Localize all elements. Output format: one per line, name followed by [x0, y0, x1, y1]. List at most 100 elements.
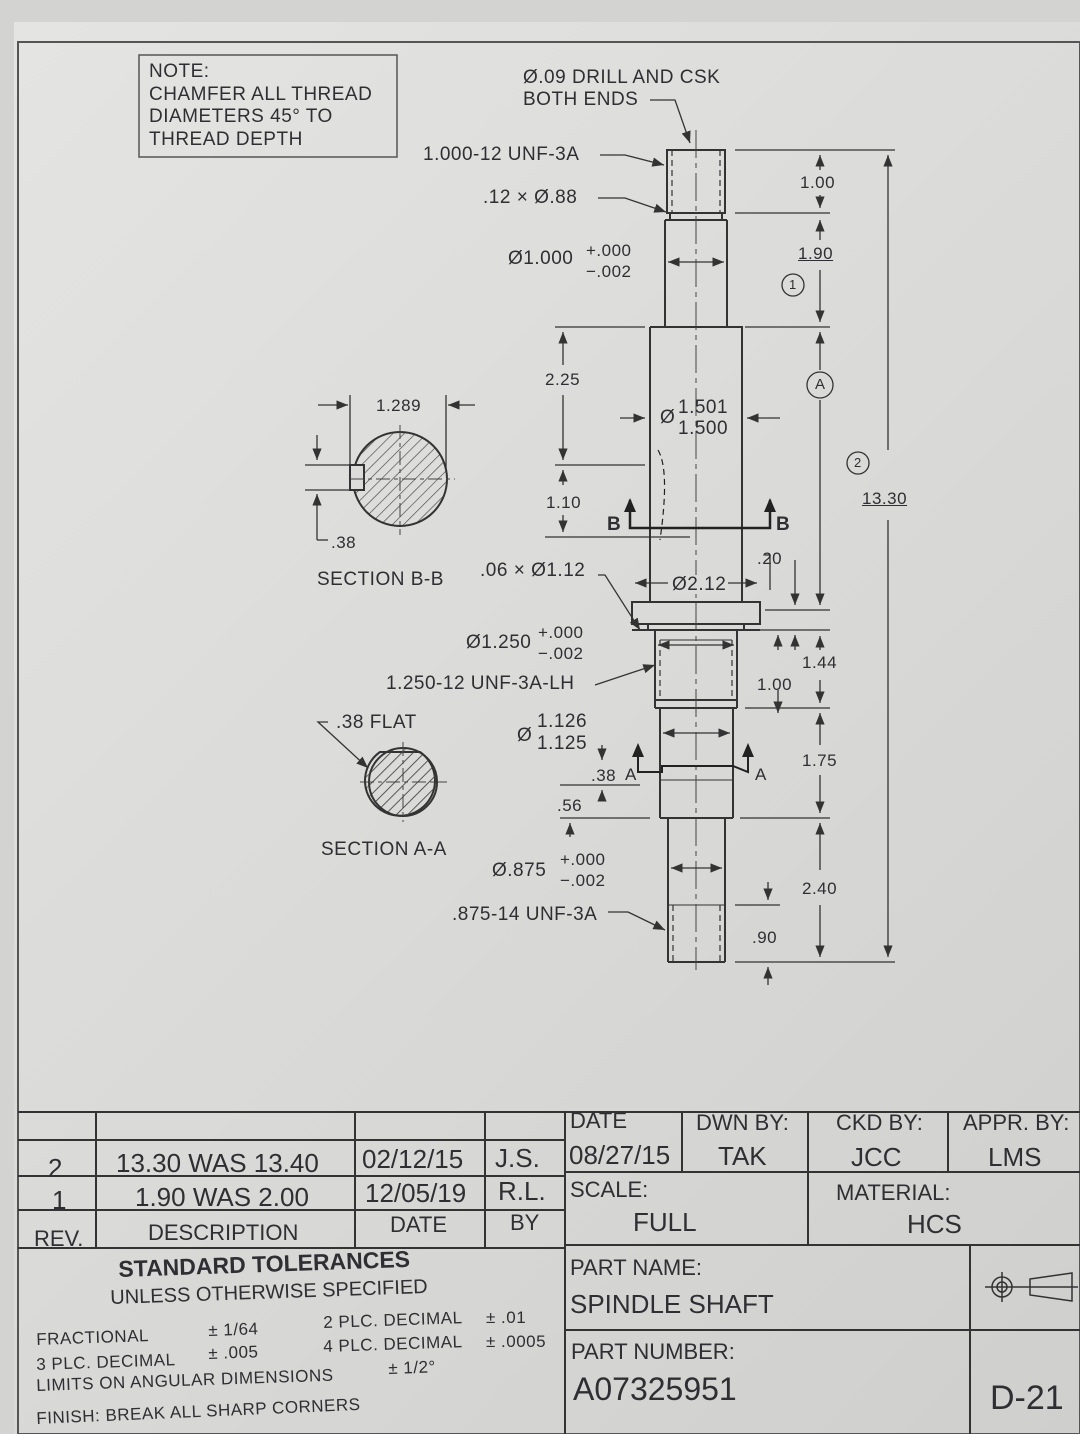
groove-top-callout: .12 × Ø.88	[483, 187, 578, 208]
dwn-by-label: DWN BY:	[696, 1110, 789, 1135]
section-aa-title: SECTION A-A	[321, 839, 447, 860]
dim-038-bb: .38	[331, 533, 357, 552]
rev-row-1-desc: 1.90 WAS 2.00	[135, 1182, 309, 1212]
rev-row-1-by: R.L.	[498, 1176, 546, 1206]
title-block-grid	[18, 1111, 1080, 1434]
dia-1501-lower: 1.500	[678, 418, 729, 439]
balloon-1-text: 1	[789, 277, 797, 292]
part-number-value: A07325951	[573, 1371, 737, 1407]
rev-row-2-rev: 2	[48, 1153, 63, 1183]
shaft-outline	[631, 149, 761, 963]
balloon-a	[806, 371, 834, 399]
ckd-by-label: CKD BY:	[836, 1110, 923, 1135]
balloon-a-text: A	[815, 376, 826, 393]
dim-020: .20	[757, 549, 783, 568]
angular-value: ± 1/2°	[387, 1357, 437, 1378]
section-lines	[628, 449, 772, 774]
fractional-value: ± 1/64	[207, 1319, 259, 1340]
note-line-3: THREAD DEPTH	[149, 129, 303, 150]
projection-symbol-icon	[985, 1272, 1078, 1302]
part-name-value: SPINDLE SHAFT	[570, 1289, 774, 1319]
four-plc-value: ± .0005	[486, 1332, 547, 1351]
dim-225: 2.25	[545, 370, 581, 389]
ckd-by-value: JCC	[851, 1142, 902, 1172]
dia-875-tol-minus: −.002	[560, 871, 606, 890]
dim-240: 2.40	[802, 879, 838, 898]
three-plc-label: 3 PLC. DECIMAL	[35, 1350, 176, 1374]
two-plc-label: 2 PLC. DECIMAL	[322, 1308, 463, 1332]
dim-1330: 13.30	[862, 489, 908, 508]
dia-1250-tol-plus: +.000	[538, 623, 584, 642]
appr-by-label: APPR. BY:	[963, 1110, 1070, 1135]
fractional-label: FRACTIONAL	[35, 1326, 150, 1349]
two-plc-value: ± .01	[486, 1308, 527, 1327]
groove-mid-callout: .06 × Ø1.12	[480, 560, 586, 581]
dia-875-tol-plus: +.000	[560, 850, 606, 869]
section-a-letter-right: A	[755, 765, 767, 784]
dim-090: .90	[752, 928, 778, 947]
dim-144: 1.44	[802, 653, 838, 672]
part-number-label: PART NUMBER:	[571, 1339, 735, 1364]
note-line-1: CHAMFER ALL THREAD	[149, 84, 373, 105]
thread-top-callout: 1.000-12 UNF-3A	[423, 144, 580, 165]
thread-bottom-callout: .875-14 UNF-3A	[452, 904, 598, 925]
rev-header-date: DATE	[390, 1212, 448, 1237]
dimension-lines	[316, 99, 895, 985]
drill-callout-line2: BOTH ENDS	[523, 89, 639, 110]
balloon-2	[846, 451, 870, 475]
dim-1289: 1.289	[376, 396, 422, 415]
frame-border	[17, 41, 1080, 1434]
section-a-letter-left: A	[625, 765, 637, 784]
dim-190: 1.90	[798, 244, 834, 263]
dim-056: .56	[557, 796, 583, 815]
sheet-number: D-21	[990, 1379, 1064, 1417]
flat-note: .38 FLAT	[336, 712, 417, 733]
section-aa-view	[360, 742, 447, 822]
rev-row-2-date: 02/12/15	[362, 1144, 464, 1174]
dwn-by-value: TAK	[718, 1141, 767, 1171]
dia-212-label: Ø2.12	[670, 574, 729, 595]
scale-label: SCALE:	[570, 1177, 649, 1202]
note-line-2: DIAMETERS 45° TO	[149, 106, 333, 127]
note-box	[138, 54, 398, 158]
rev-row-1-date: 12/05/19	[365, 1178, 467, 1208]
dim-100-top: 1.00	[800, 173, 836, 192]
rev-row-1-rev: 1	[52, 1185, 67, 1215]
note-title: NOTE:	[149, 61, 210, 82]
section-b-letter-left: B	[607, 514, 622, 535]
rev-header-description: DESCRIPTION	[148, 1220, 299, 1245]
date-value: 08/27/15	[569, 1140, 671, 1170]
date-label: DATE	[570, 1108, 628, 1133]
scale-value: FULL	[633, 1207, 697, 1237]
balloon-1	[781, 273, 805, 297]
three-plc-value: ± .005	[207, 1342, 259, 1363]
rev-header-by: BY	[510, 1210, 540, 1235]
dim-038: .38	[591, 766, 617, 785]
section-b-letter-right: B	[776, 514, 791, 535]
dim-100-mid: 1.00	[757, 675, 793, 694]
dia-1250-label: Ø1.250	[466, 632, 532, 653]
part-name-label: PART NAME:	[570, 1255, 703, 1280]
dia-1126-upper: 1.126	[537, 711, 588, 732]
drill-callout-line1: Ø.09 DRILL AND CSK	[523, 67, 721, 88]
dia-875-label: Ø.875	[492, 860, 547, 881]
section-bb-view	[305, 395, 475, 541]
four-plc-label: 4 PLC. DECIMAL	[322, 1332, 463, 1356]
dia-1000-label: Ø1.000	[508, 248, 574, 269]
dia-1126-symbol: Ø	[517, 725, 533, 746]
dim-110: 1.10	[546, 493, 582, 512]
thread-mid-callout: 1.250-12 UNF-3A-LH	[386, 673, 575, 694]
material-value: HCS	[907, 1209, 962, 1239]
dia-1501-upper: 1.501	[678, 397, 729, 418]
dia-1000-tol-plus: +.000	[586, 241, 632, 260]
appr-by-value: LMS	[988, 1142, 1042, 1172]
dia-1501-symbol: Ø	[660, 407, 676, 428]
section-bb-title: SECTION B-B	[317, 569, 444, 590]
dia-1000-tol-minus: −.002	[586, 262, 632, 281]
balloon-2-text: 2	[854, 455, 862, 470]
drawing-sheet	[14, 22, 1080, 1434]
dia-1250-tol-minus: −.002	[538, 644, 584, 663]
rev-row-2-desc: 13.30 WAS 13.40	[116, 1148, 319, 1178]
rev-row-2-by: J.S.	[495, 1143, 540, 1173]
